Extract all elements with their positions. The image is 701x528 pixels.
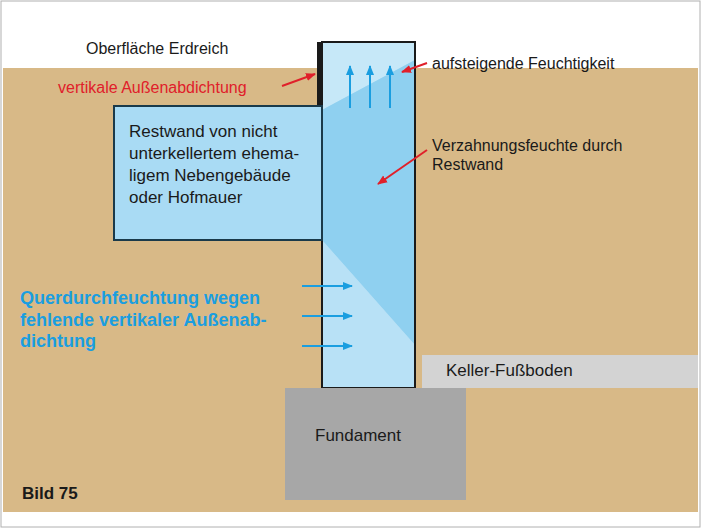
moisture-arrow xyxy=(302,345,352,347)
interlock-damp-label: Verzahnungsfeuchte durch Restwand xyxy=(432,136,672,174)
leader-line xyxy=(378,150,427,184)
lateral-damp-label: Querdurchfeuchtung wegen fehlende vertik… xyxy=(20,288,298,353)
remnant-wall-box: Restwand von nicht unterkellertem ehema-… xyxy=(113,105,323,241)
foundation: Fundament xyxy=(285,388,466,500)
surface-label: Oberfläche Erdreich xyxy=(86,39,306,58)
moisture-arrow xyxy=(349,66,351,108)
wall-outline xyxy=(322,42,415,388)
cellar-floor: Keller-Fußboden xyxy=(422,355,698,388)
seal-label: vertikale Außenabdichtung xyxy=(58,78,288,97)
node-text: Keller-Fußboden xyxy=(446,361,698,381)
moisture-arrow xyxy=(369,66,371,108)
moisture-arrow xyxy=(389,66,391,108)
wall xyxy=(322,42,415,388)
node-text: Fundament xyxy=(315,426,466,446)
wall-lower xyxy=(322,240,415,388)
vertical-seal xyxy=(317,42,322,106)
figure-caption: Bild 75 xyxy=(22,484,78,504)
node-text: Restwand von nicht unterkellertem ehema-… xyxy=(129,121,311,209)
moisture-arrow xyxy=(302,315,352,317)
leader-line xyxy=(402,63,427,72)
moisture-arrow xyxy=(302,285,352,287)
rising-damp-label: aufsteigende Feuchtigkeit xyxy=(432,54,692,73)
leader-line xyxy=(282,74,315,86)
